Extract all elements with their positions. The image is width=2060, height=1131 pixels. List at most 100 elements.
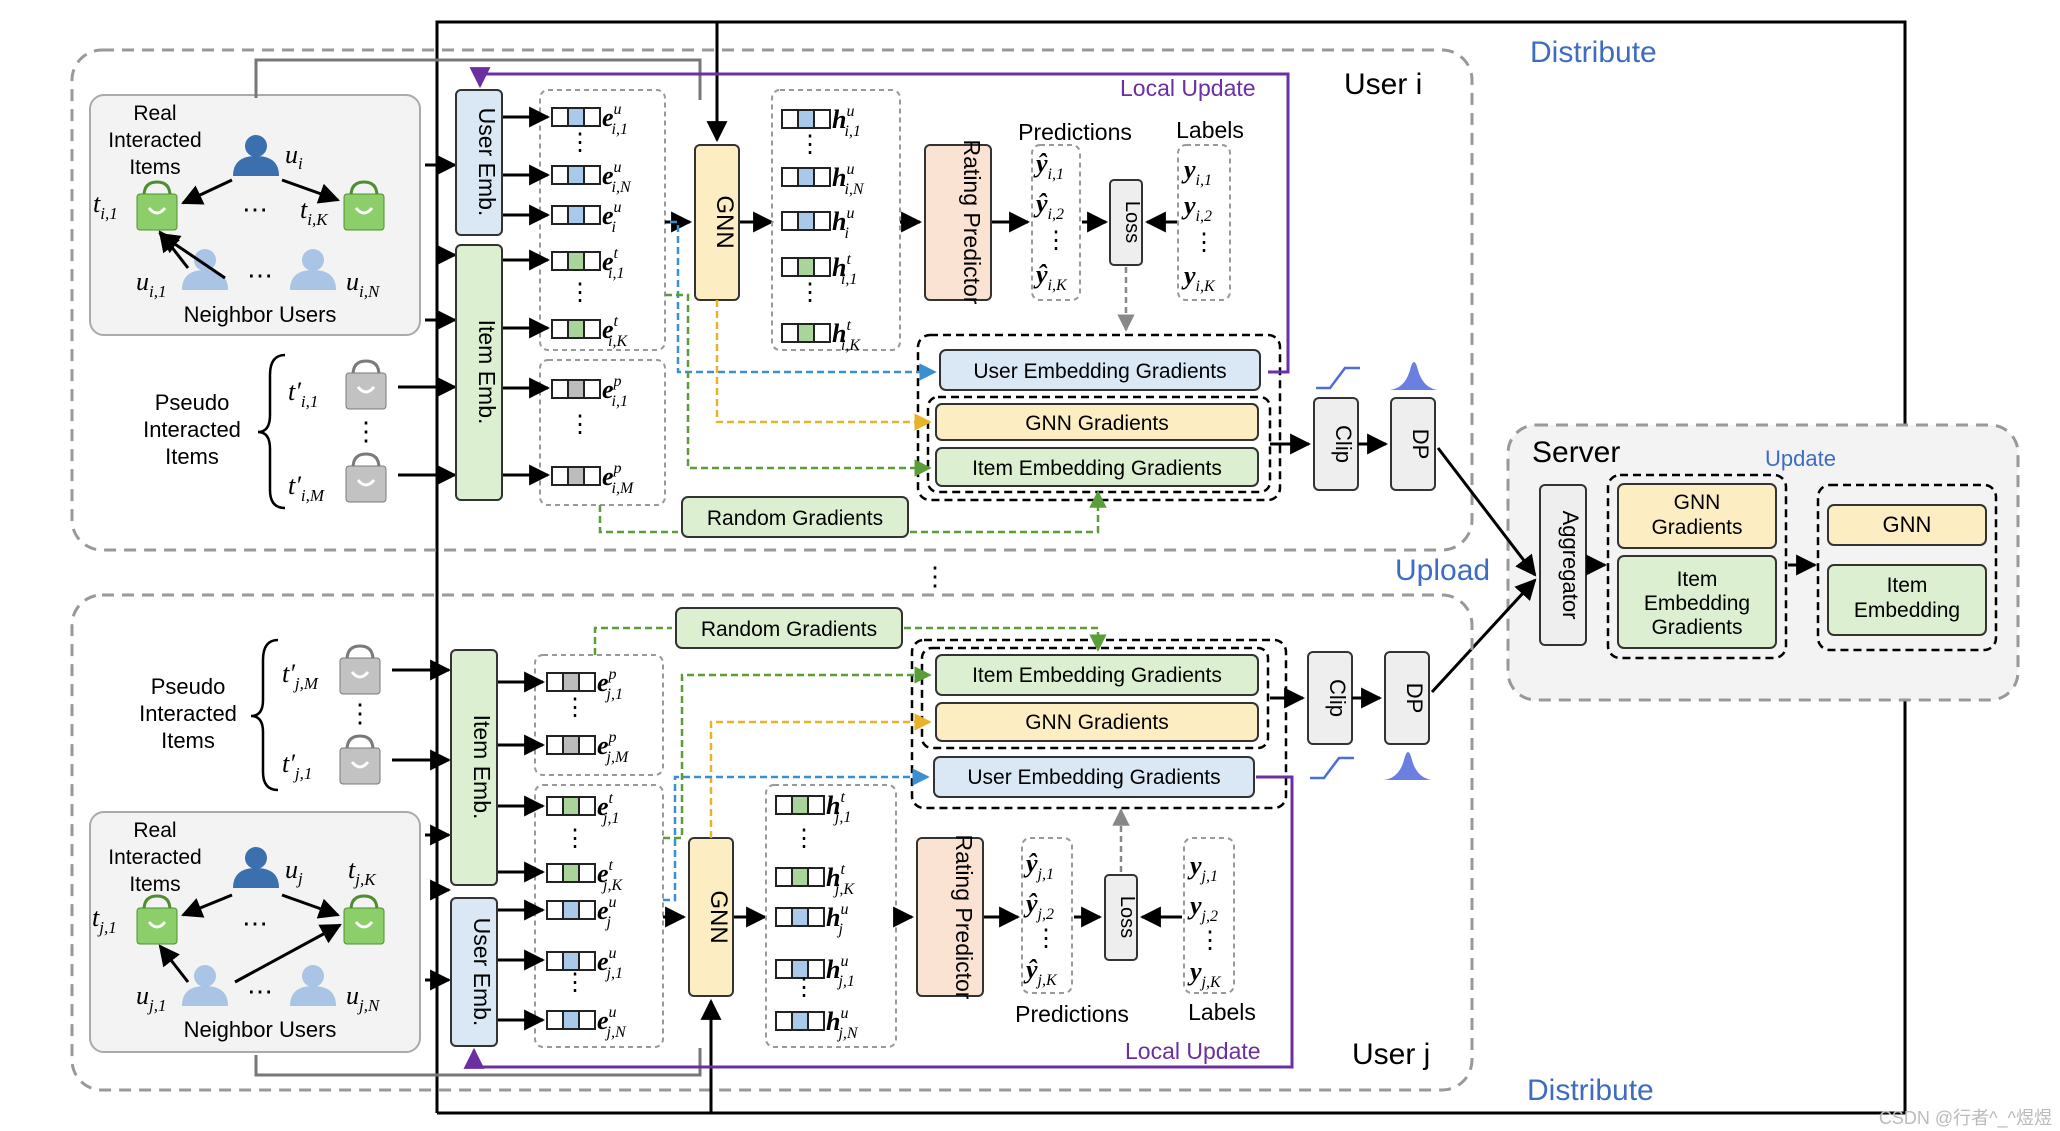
item-iK-symbol: ti,K [300, 195, 329, 229]
emb-vector-i-cell [567, 319, 585, 339]
gray-link-i [254, 58, 702, 100]
hid-vector-j [775, 1011, 825, 1031]
pseudo-iM-bag-icon [344, 452, 388, 504]
hid-vector-i-cell [781, 211, 799, 231]
labels-title-i: Labels [1176, 117, 1244, 143]
emb-vector-i [551, 205, 601, 225]
hid-vector-i-cell [781, 109, 799, 129]
clip-label-i: Clip [1331, 425, 1356, 463]
gaussian-icon-j [1384, 752, 1432, 780]
vdots-lab-j: ⋮ [1198, 927, 1222, 954]
emb-vector-j-cell [546, 863, 564, 883]
server-model-group [1816, 483, 1998, 652]
user-emb-module-i [455, 89, 503, 236]
hid-vector-j-cell [775, 795, 793, 815]
emb-vector-j-cell [578, 951, 596, 971]
gnn-flow-i [715, 300, 932, 431]
emb-vector-i [551, 165, 601, 185]
pseudo-jM-symbol: t′j,M [282, 659, 319, 693]
emb-vector-i-cell [567, 165, 585, 185]
user-j-panel [70, 593, 1474, 1092]
emb-vector-j-cell [562, 735, 580, 755]
item-jK-symbol: tj,K [348, 855, 377, 889]
hid-vector-i [781, 323, 831, 343]
neighbor-i1-symbol: ui,1 [136, 267, 166, 301]
emb-vector-j [546, 796, 596, 816]
vdots-emb-i2: ⋮ [568, 279, 592, 306]
emb-vector-i-cell [583, 466, 601, 486]
emb-vector-j-cell [546, 735, 564, 755]
label-symbol-j: yj,2 [1187, 891, 1218, 925]
item-j1-symbol: tj,1 [92, 903, 117, 937]
predictions-title-j: Predictions [1015, 1001, 1129, 1027]
server-grads-group [1606, 473, 1788, 660]
user-i-graph-edges [158, 178, 340, 280]
hid-vector-i-cell [797, 257, 815, 277]
pred-symbol-j: ŷj,K [1023, 955, 1058, 989]
emb-vector-j-cell [578, 900, 596, 920]
pred-symbol-i: ŷi,2 [1033, 189, 1064, 223]
emb-vector-i [551, 466, 601, 486]
emb-vector-i-cell [551, 379, 569, 399]
emb-vector-j-cell [562, 672, 580, 692]
server-title: Server [1532, 436, 1620, 469]
local-update-label-i: Local Update [1120, 75, 1256, 101]
preds-i: ŷi,1ŷi,2ŷi,K⋮ [1033, 149, 1068, 294]
preds-column-i [1031, 144, 1081, 301]
user-flow-j [663, 768, 930, 902]
hid-vector-i-cell [813, 211, 831, 231]
item-flow-i [665, 293, 932, 477]
label-symbol-i: yi,2 [1181, 191, 1212, 225]
dots-i-items: ⋯ [242, 194, 268, 224]
vdots-pseudo-i: ⋮ [353, 416, 379, 446]
vdots-emb-j2: ⋮ [563, 825, 587, 852]
emb-vector-i-cell [583, 251, 601, 271]
pred-symbol-i: ŷi,K [1033, 260, 1068, 294]
user-j-title: User j [1352, 1038, 1430, 1071]
emb-vector-i-cell [551, 466, 569, 486]
upload-label: Upload [1395, 554, 1490, 587]
emb-vector-i-cell [583, 107, 601, 127]
user-i-symbol: ui [285, 140, 303, 173]
user-i-panel [70, 48, 1474, 552]
pseudo-iM-symbol: t′i,M [288, 471, 325, 505]
pred-symbol-i: ŷi,1 [1033, 149, 1064, 183]
dots-i-neighbors: ⋯ [247, 260, 273, 290]
item-emb-label-i: Item Emb. [474, 320, 500, 425]
user-emb-label-j: User Emb. [469, 918, 495, 1027]
random-grad-label-j: Random Gradients [701, 618, 877, 641]
emb-vector-i-cell [551, 205, 569, 225]
user-i-input-arrows [398, 154, 458, 486]
gnn-grad-j [935, 702, 1259, 742]
gaussian-icon-i [1390, 362, 1438, 390]
emb-vector-i-cell [583, 379, 601, 399]
hid-vector-j [775, 867, 825, 887]
hid-vector-i-cell [797, 167, 815, 187]
item-emb-grad-label-i: Item Embedding Gradients [972, 457, 1222, 480]
vdots-lab-i: ⋮ [1192, 229, 1216, 256]
random-flow-i [598, 492, 1098, 534]
user-flow-i [670, 220, 937, 381]
emb-vector-i-cell [551, 107, 569, 127]
vdots-emb-i1: ⋮ [568, 129, 592, 156]
gnn-label-i: GNN [711, 195, 738, 248]
emb-arrows-i [503, 106, 551, 486]
item-emb-module-i [455, 244, 503, 501]
labs-j: yj,1yj,2yj,K⋮ [1187, 851, 1222, 991]
gnn-flow-j [709, 713, 932, 838]
emb-vector-j-cell [546, 796, 564, 816]
emb-vector-i-cell [551, 251, 569, 271]
pseudo-j1-symbol: t′j,1 [282, 749, 312, 783]
server-item-grad [1617, 555, 1777, 649]
